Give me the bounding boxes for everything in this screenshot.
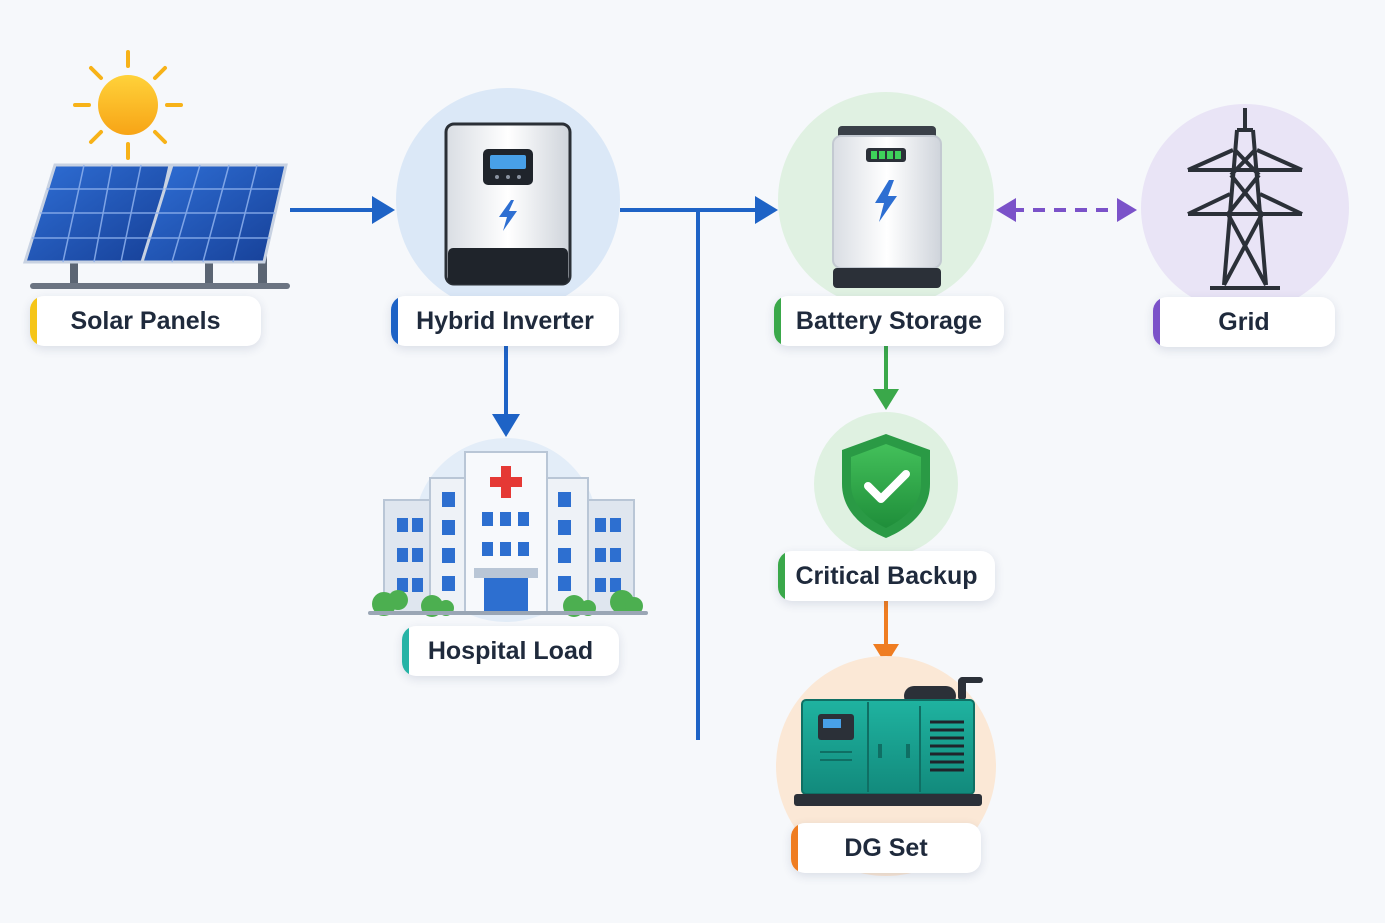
solar-panels-icon bbox=[22, 163, 290, 289]
solar-panels-label: Solar Panels bbox=[30, 296, 261, 346]
flow-solar-to-inverter bbox=[290, 196, 395, 224]
battery-storage-accent bbox=[774, 296, 781, 346]
flow-battery-grid-bidirectional bbox=[996, 198, 1137, 222]
hybrid-inverter-text: Hybrid Inverter bbox=[416, 306, 594, 335]
flow-battery-to-backup bbox=[873, 346, 899, 410]
hybrid-inverter-label: Hybrid Inverter bbox=[391, 296, 619, 346]
grid-label: Grid bbox=[1153, 297, 1335, 347]
transmission-tower-icon bbox=[1187, 108, 1303, 290]
critical-backup-text: Critical Backup bbox=[795, 561, 978, 590]
hospital-load-label: Hospital Load bbox=[402, 626, 619, 676]
grid-text: Grid bbox=[1218, 307, 1270, 336]
shield-check-icon bbox=[842, 434, 930, 538]
battery-storage-label: Battery Storage bbox=[774, 296, 1004, 346]
flow-inverter-to-hospital bbox=[492, 346, 520, 437]
dg-set-accent bbox=[791, 823, 798, 873]
dg-set-text: DG Set bbox=[844, 833, 928, 862]
flow-inverter-to-battery bbox=[620, 196, 778, 224]
hybrid-inverter-accent bbox=[391, 296, 398, 346]
grid-backdrop bbox=[1141, 104, 1349, 312]
critical-backup-accent bbox=[778, 551, 785, 601]
sun-icon bbox=[73, 50, 183, 160]
flow-backup-to-dg bbox=[873, 601, 899, 665]
solar-panels-accent bbox=[30, 296, 37, 346]
hospital-load-text: Hospital Load bbox=[427, 636, 594, 665]
solar-panels-text: Solar Panels bbox=[70, 306, 221, 335]
hospital-building-icon bbox=[368, 451, 648, 617]
inverter-icon bbox=[444, 122, 572, 286]
critical-backup-label: Critical Backup bbox=[778, 551, 995, 601]
dg-set-label: DG Set bbox=[791, 823, 981, 873]
battery-storage-text: Battery Storage bbox=[795, 306, 983, 335]
generator-icon bbox=[794, 677, 983, 806]
hospital-load-accent bbox=[402, 626, 409, 676]
grid-accent bbox=[1153, 297, 1160, 347]
battery-storage-icon bbox=[832, 126, 942, 288]
